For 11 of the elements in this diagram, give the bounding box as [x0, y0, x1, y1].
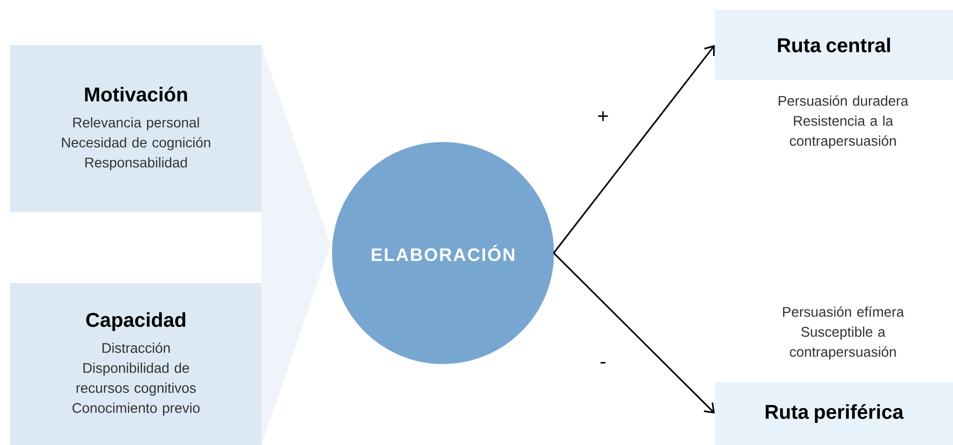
funnel-shape — [261, 45, 330, 445]
edge-label: + — [598, 111, 608, 121]
arrow — [553, 252, 715, 414]
outcome-text: Persuasión duradera Resistencia a la contrapersuasión — [778, 95, 908, 149]
category-box: Ruta central — [715, 10, 953, 80]
edge-label: - — [600, 362, 606, 364]
arrow — [553, 45, 715, 254]
category-box: Capacidad Distracción Disponibilidad de recursos cognitivos Conocimiento previo — [10, 283, 262, 445]
outcome-text: Persuasión efímera Susceptible a contrapersuasión — [783, 306, 904, 360]
category-box: Motivación Relevancia personal Necesidad de cognición Responsabilidad — [10, 45, 262, 212]
category-box: Ruta periférica — [715, 382, 953, 445]
